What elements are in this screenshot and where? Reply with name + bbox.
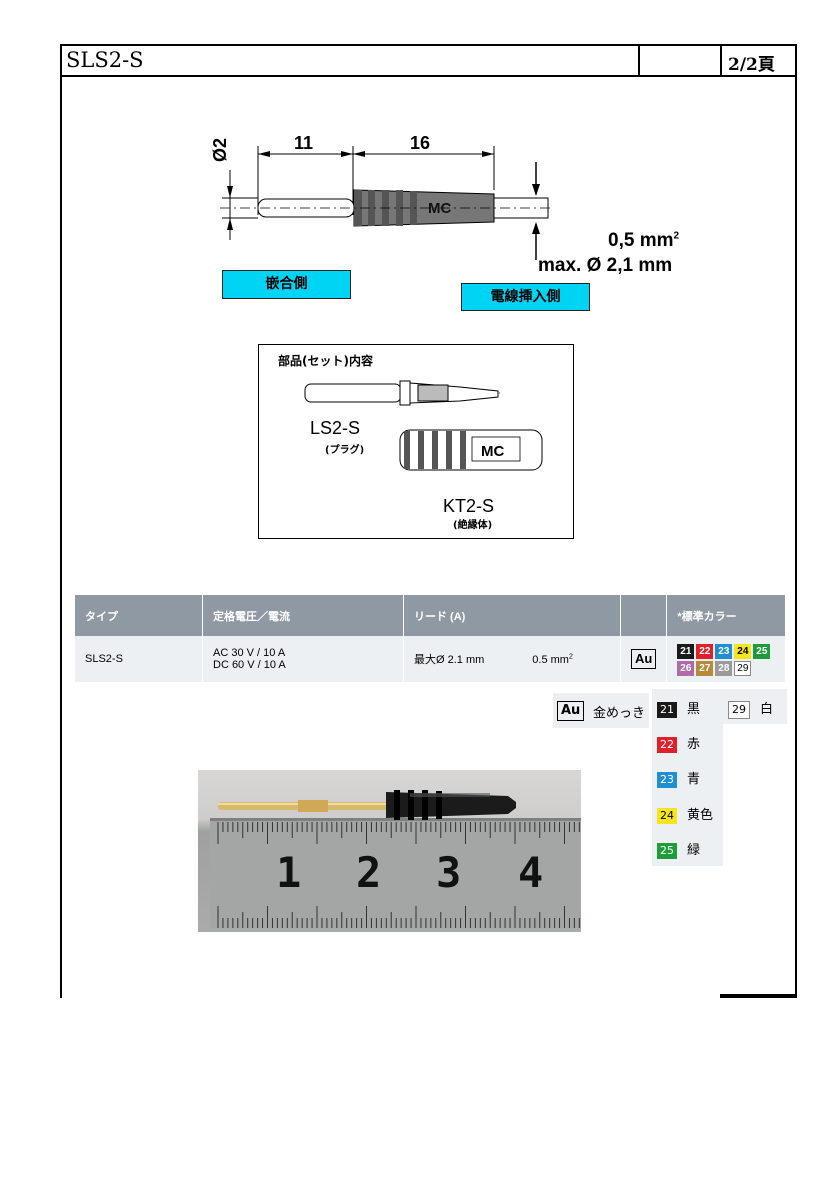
diameter-dimension: Ø2 xyxy=(210,137,230,162)
legend-name: 白 xyxy=(760,702,774,717)
page-number: 2/2頁 xyxy=(728,55,775,75)
cross-section-label: 0,5 mm2 xyxy=(608,230,680,251)
legend-name: 赤 xyxy=(687,737,701,752)
part-kt2s-sub: (絶縁体) xyxy=(453,520,493,531)
cell-plating: Au xyxy=(620,636,668,682)
product-photo: 1 2 3 4 xyxy=(198,770,581,932)
legend-swatch: 29 xyxy=(728,700,750,719)
legend-name: 黒 xyxy=(687,702,701,717)
legend-name: 緑 xyxy=(687,843,701,858)
kit-contents-box xyxy=(258,344,574,539)
legend-swatch: 25 xyxy=(657,842,677,859)
legend-name: 黄色 xyxy=(687,808,714,823)
col-header-colors: *標準カラー xyxy=(666,595,786,636)
color-swatch-29: 29 xyxy=(734,661,752,676)
spec-table: タイプ 定格電圧／電流 リード (A) *標準カラー SLS2-S AC 30 … xyxy=(75,595,786,682)
mating-side-label: 嵌合側 xyxy=(222,270,351,299)
technical-drawing xyxy=(220,146,550,260)
plating-legend-label: 金めっき xyxy=(593,706,646,721)
part-ls2s-sub: (プラグ) xyxy=(325,445,365,456)
wire-insert-side-label: 電線挿入側 xyxy=(461,283,590,311)
color-swatch-28: 28 xyxy=(715,661,733,676)
color-swatch-24: 24 xyxy=(734,644,752,659)
header-row xyxy=(60,44,797,77)
kit-mc-logo: MC xyxy=(481,443,505,460)
header-divider xyxy=(638,44,640,77)
legend-item-29: 29 白 xyxy=(728,698,773,719)
legend-name: 青 xyxy=(687,772,701,787)
ruler-number: 2 xyxy=(356,848,382,897)
legend-item-24: 24 黄色 xyxy=(657,804,713,824)
color-swatch-22: 22 xyxy=(696,644,714,659)
color-swatch-25: 25 xyxy=(753,644,771,659)
col-header-type: タイプ xyxy=(75,595,203,636)
au-badge: Au xyxy=(631,649,657,669)
dimension-11: 11 xyxy=(294,133,314,153)
legend-swatch: 24 xyxy=(657,807,677,824)
max-diameter-label: max. Ø 2,1 mm xyxy=(538,255,673,276)
legend-item-22: 22 赤 xyxy=(657,733,700,753)
kit-title: 部品(セット)内容 xyxy=(278,354,373,368)
col-header-lead: リード (A) xyxy=(403,595,621,636)
bottom-bar xyxy=(720,994,797,998)
legend-item-23: 23 青 xyxy=(657,768,700,788)
color-swatch-27: 27 xyxy=(696,661,714,676)
table-header-row: タイプ 定格電圧／電流 リード (A) *標準カラー xyxy=(75,595,786,636)
au-legend-badge: Au xyxy=(557,701,585,721)
legend-item-25: 25 緑 xyxy=(657,839,700,859)
part-kt2s-name: KT2-S xyxy=(443,496,495,516)
legend-swatch: 22 xyxy=(657,736,677,753)
page-frame xyxy=(60,44,797,998)
ruler-number: 1 xyxy=(276,848,302,897)
cell-type: SLS2-S xyxy=(75,636,203,682)
dimension-16: 16 xyxy=(410,133,431,153)
header-divider xyxy=(720,44,722,77)
kit-drawing xyxy=(304,380,543,471)
col-header-plating xyxy=(620,595,668,636)
part-ls2s-name: LS2-S xyxy=(310,418,361,438)
page-title: SLS2-S xyxy=(66,48,144,72)
legend-swatch: 23 xyxy=(657,771,677,788)
legend-swatch: 21 xyxy=(657,701,677,718)
color-swatch-26: 26 xyxy=(677,661,695,676)
color-swatch-23: 23 xyxy=(715,644,733,659)
plating-legend: Au 金めっき xyxy=(553,693,649,728)
color-swatch-21: 21 xyxy=(677,644,695,659)
mc-logo: MC xyxy=(428,200,452,217)
ruler-number: 3 xyxy=(436,848,462,897)
ruler-number: 4 xyxy=(518,848,544,897)
col-header-rating: 定格電圧／電流 xyxy=(202,595,404,636)
legend-item-21: 21 黒 xyxy=(657,698,700,718)
